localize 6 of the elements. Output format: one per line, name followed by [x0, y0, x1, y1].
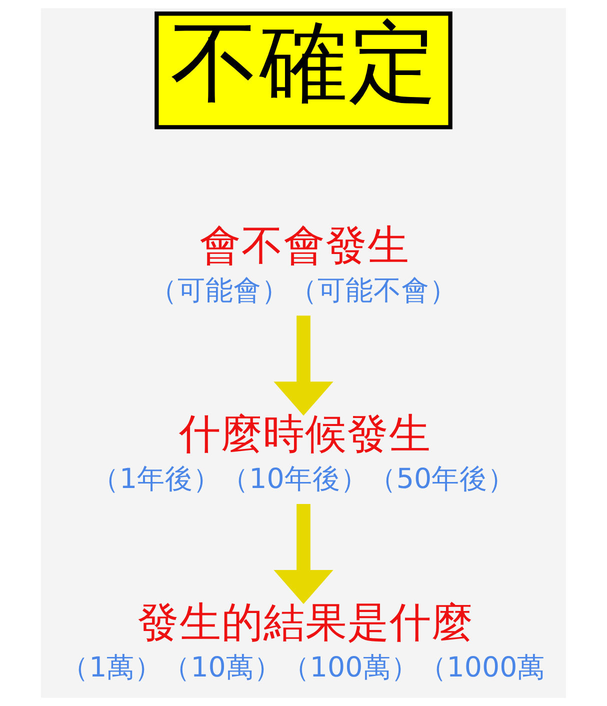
node-box: 不確定: [154, 12, 452, 130]
node-text: 什麼時候發生 （1年後）（10年後）（50年後）: [92, 408, 516, 496]
node-text: 發生的結果是什麼 （1萬）（10萬）（100萬）（1000萬: [61, 597, 546, 684]
arrow: [274, 316, 334, 416]
arrow: [274, 504, 334, 604]
node-text: 會不會發生 （可能會）（可能不會）: [150, 220, 458, 307]
